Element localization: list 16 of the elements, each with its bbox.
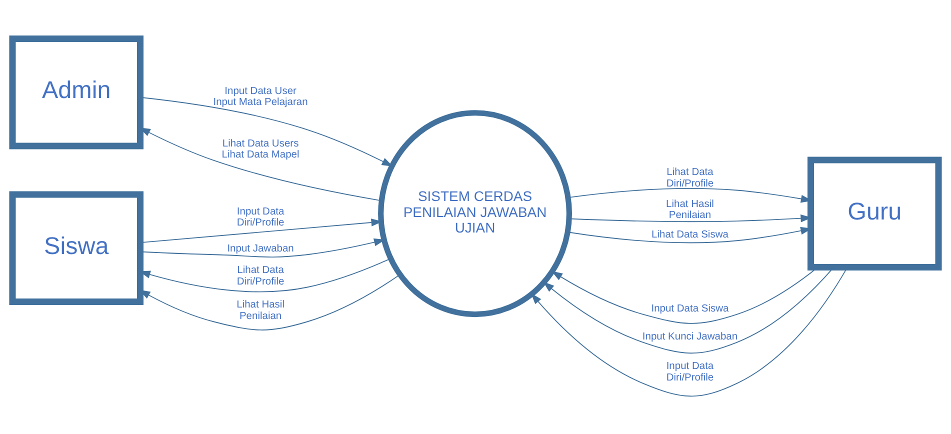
edge-label: Lihat Data Diri/Profile [236,264,284,287]
node-box: Siswa [9,190,144,304]
node-circle: SISTEM CERDAS PENILAIAN JAWABAN UJIAN [378,110,572,317]
edge-label: Lihat Data Diri/Profile [666,166,714,189]
edge-label: Input Data User Input Mata Pelajaran [213,86,308,108]
node-box: Admin [9,34,144,149]
edge-label: Input Data Siswa [651,302,729,314]
edge-label: Lihat Data Users Lihat Data Mapel [222,138,300,160]
edge-label: Input Kunci Jawaban [642,330,738,342]
edge-label: Lihat Data Siswa [652,229,728,240]
edge-label: Lihat Hasil Penilaian [666,198,714,221]
edge-label: Input Data Diri/Profile [666,360,714,383]
node-box: Guru [807,156,942,270]
edge-label: Input Jawaban [227,243,294,254]
edge-label: Input Data Diri/Profile [236,206,284,228]
edge-label: Lihat Hasil Penilaian [236,299,284,322]
